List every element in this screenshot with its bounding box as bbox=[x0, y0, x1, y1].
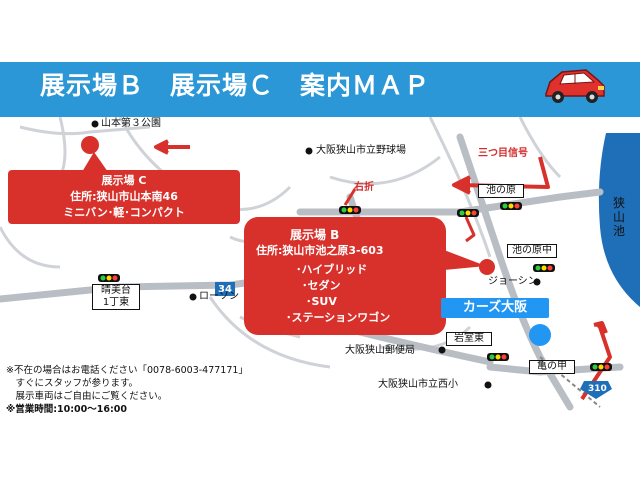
showroom-b-item: ･SUV bbox=[306, 295, 337, 308]
intersection-kamenoko: 亀の甲 bbox=[529, 360, 575, 374]
landmark-lake: 狭山池 bbox=[613, 196, 626, 238]
note-line: ※不在の場合はお電話ください「0078-6003-477171」 bbox=[6, 365, 248, 376]
sign-mitsume: 三つ目信号 bbox=[478, 148, 528, 159]
showroom-b-name: 展示場 B bbox=[290, 228, 340, 242]
showroom-b-dot bbox=[479, 259, 495, 275]
showroom-b-address: 住所:狭山市池之原3-603 bbox=[256, 244, 384, 257]
store-label: カーズ大阪 bbox=[441, 298, 549, 318]
route-310-label: 310 bbox=[588, 384, 607, 394]
showroom-c-dot bbox=[81, 136, 99, 154]
showroom-c-name: 展示場 C bbox=[101, 174, 147, 187]
landmark-school: 大阪狭山市立西小 bbox=[378, 379, 458, 390]
callout-c-pointer bbox=[82, 152, 108, 172]
intersection-ikenohara-naka: 池の原中 bbox=[507, 244, 557, 258]
landmark-post-office: 大阪狭山郵便局 bbox=[345, 345, 415, 356]
callout-b-pointer bbox=[444, 250, 486, 270]
route-34-shield bbox=[215, 282, 235, 296]
lake-shape bbox=[598, 133, 640, 307]
notes-block: ※不在の場合はお電話ください「0078-6003-477171」 すぐにスタッフ… bbox=[6, 364, 248, 416]
store-location-dot bbox=[529, 324, 551, 346]
showroom-b-item: ･ステーションワゴン bbox=[286, 311, 391, 324]
title-banner bbox=[0, 62, 640, 117]
showroom-b-callout: 展示場 B 住所:狭山市池之原3-603 ･ハイブリッド ･セダン ･SUV ･… bbox=[244, 217, 446, 335]
note-line: 展示車両はご自由にご覧ください。 bbox=[6, 391, 168, 402]
note-line: すぐにスタッフが参ります。 bbox=[6, 378, 139, 389]
showroom-c-desc: ミニバン･軽･コンパクト bbox=[63, 206, 185, 219]
note-line: ※営業時間:10:00〜16:00 bbox=[6, 404, 128, 415]
traffic-light-icon bbox=[98, 202, 612, 371]
showroom-c-address: 住所:狭山市山本南46 bbox=[70, 190, 178, 203]
intersection-iwamuro-higashi: 岩室東 bbox=[446, 332, 492, 346]
route-34-label: 34 bbox=[218, 284, 232, 295]
intersection-ikenohara: 池の原 bbox=[478, 184, 524, 198]
showroom-b-item: ･ハイブリッド bbox=[296, 263, 368, 276]
landmark-lawson: ローソン bbox=[199, 291, 239, 302]
sign-right-turn: 右折 bbox=[354, 182, 374, 193]
showroom-c-callout: 展示場 C 住所:狭山市山本南46 ミニバン･軽･コンパクト bbox=[8, 170, 240, 224]
page-title: 展示場Ｂ 展示場Ｃ 案内ＭＡＰ bbox=[40, 71, 431, 100]
showroom-b-item: ･セダン bbox=[302, 279, 341, 292]
route-310-shield bbox=[580, 381, 612, 399]
intersection-harumidai: 晴美台 1丁東 bbox=[92, 284, 140, 310]
landmark-park: 山本第３公園 bbox=[101, 118, 161, 129]
car-icon bbox=[545, 69, 605, 103]
landmark-joshin: ジョーシン bbox=[488, 276, 538, 287]
landmark-stadium: 大阪狭山市立野球場 bbox=[316, 145, 406, 156]
